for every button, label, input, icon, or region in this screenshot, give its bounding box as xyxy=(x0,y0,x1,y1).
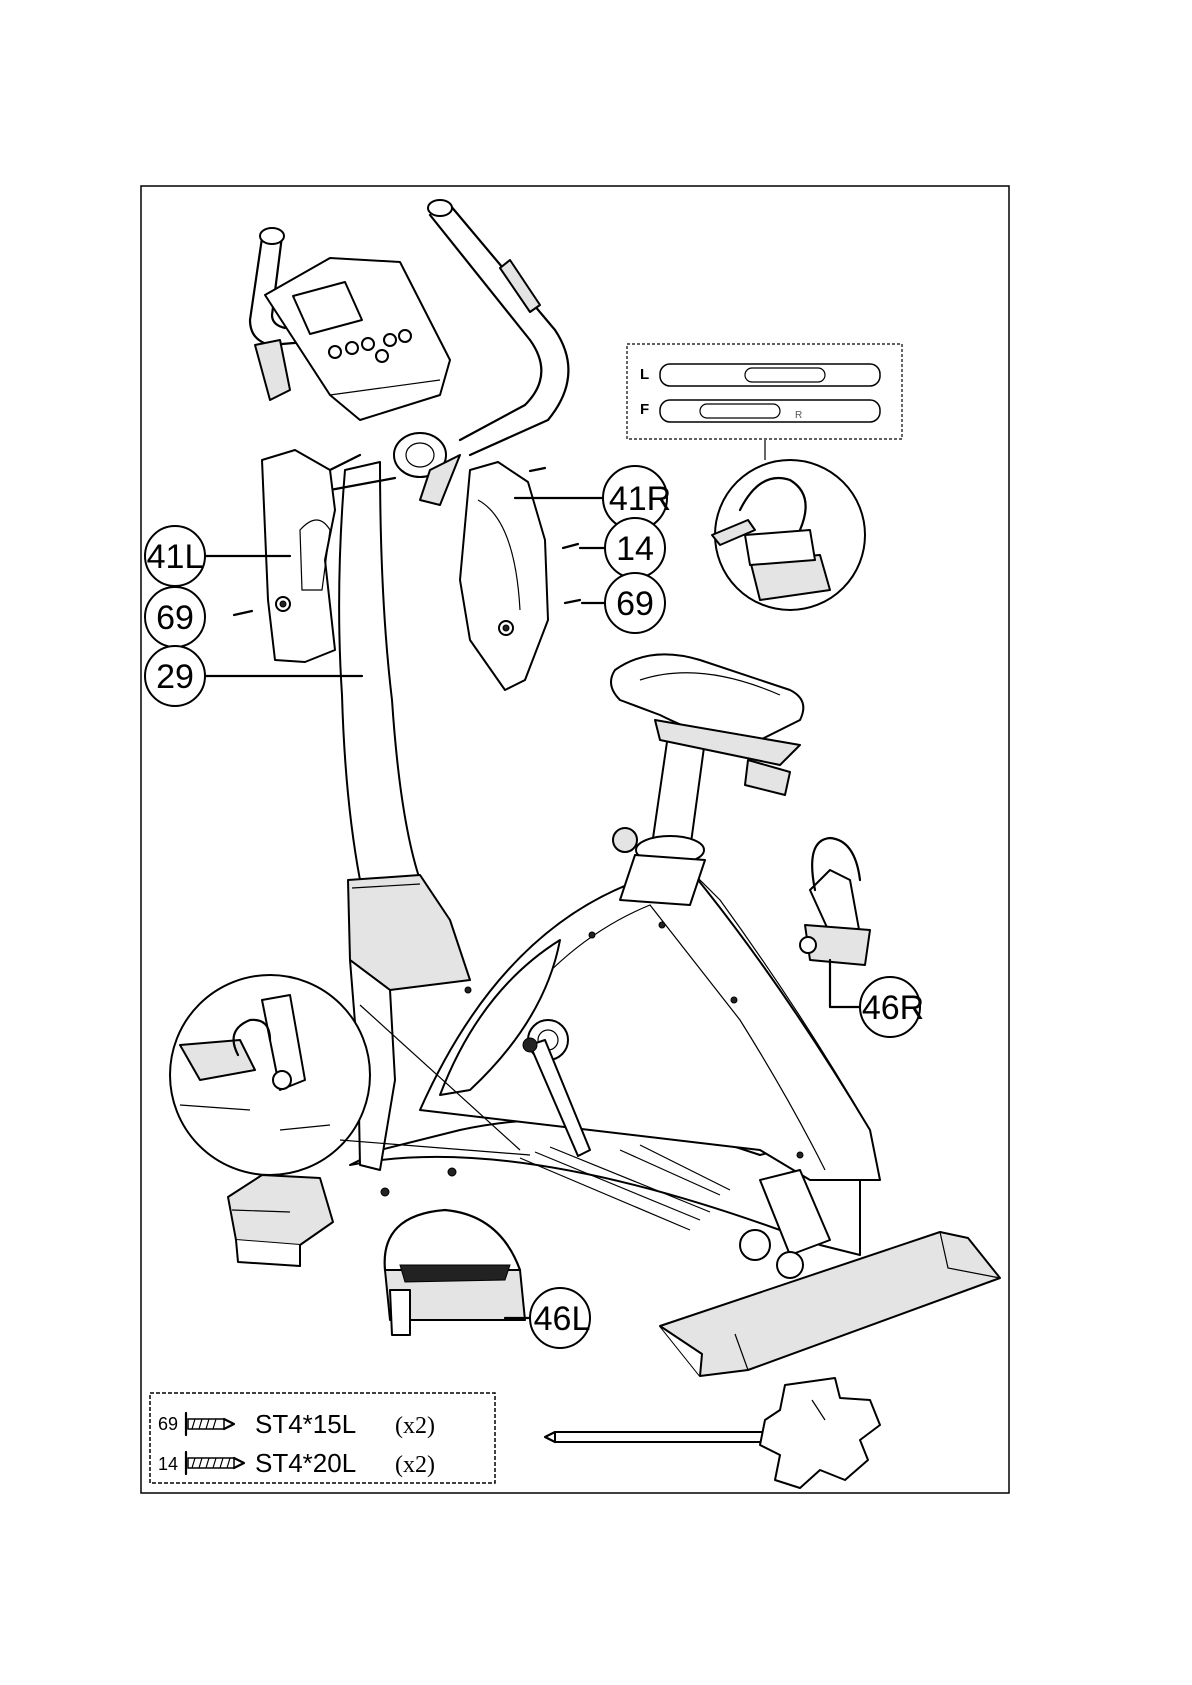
parts-list-box: 69 ST4*15L (x2) 14 ST4*20L (x2) xyxy=(150,1393,495,1483)
parts-spec-69: ST4*15L xyxy=(255,1409,356,1439)
svg-text:69: 69 xyxy=(156,599,194,637)
pedal-strap-inset: L F R xyxy=(627,344,902,610)
parts-spec-14: ST4*20L xyxy=(255,1448,356,1478)
callout-14: 14 xyxy=(580,518,665,578)
parts-qty-69: (x2) xyxy=(395,1413,435,1439)
strap-small-mark: R xyxy=(795,410,802,421)
parts-number-14: 14 xyxy=(158,1454,178,1474)
pedal-46R-part xyxy=(800,838,870,965)
strap-letter-right: F xyxy=(640,401,649,418)
cover-41R-part xyxy=(460,462,548,690)
svg-text:41L: 41L xyxy=(147,538,204,576)
svg-text:46R: 46R xyxy=(862,989,924,1027)
callout-46R: 46R xyxy=(830,960,924,1037)
callout-69-right: 69 xyxy=(582,573,665,633)
strap-letter-left: L xyxy=(640,366,649,383)
svg-text:29: 29 xyxy=(156,658,194,696)
parts-number-69: 69 xyxy=(158,1414,178,1434)
svg-text:69: 69 xyxy=(616,585,654,623)
svg-text:14: 14 xyxy=(616,530,654,568)
callout-69-left: 69 xyxy=(145,587,205,647)
svg-text:46L: 46L xyxy=(534,1300,591,1338)
svg-text:41R: 41R xyxy=(609,480,671,518)
pedal-46L-part xyxy=(385,1210,525,1335)
allen-wrench-tool-icon xyxy=(545,1378,880,1488)
callout-29: 29 xyxy=(145,646,362,706)
parts-qty-14: (x2) xyxy=(395,1452,435,1478)
